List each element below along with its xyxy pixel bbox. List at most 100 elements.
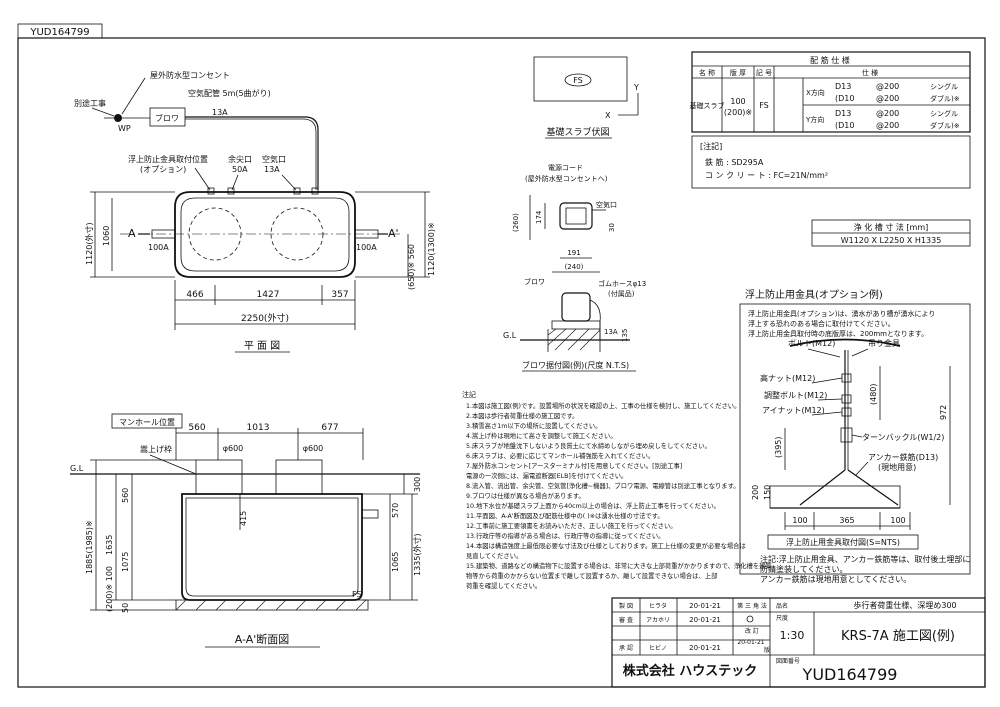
dim-174-label: 174 — [535, 210, 543, 224]
spec-row-pitch: @200 — [876, 121, 899, 130]
slab-outline — [533, 56, 628, 102]
drawing-number-tab — [17, 23, 103, 39]
spec-row-pitch: @200 — [876, 94, 899, 103]
dim-677-label: 677 — [321, 423, 338, 433]
revision-note: 版 — [764, 646, 770, 654]
title-date: 20-01-21 — [689, 644, 721, 652]
spec-row-pitch: @200 — [876, 82, 899, 91]
dim-1427-label: 1427 — [257, 290, 280, 300]
inlet-label: 余尖口 — [228, 154, 252, 164]
general-note-line: 8.流入管、流出管、余尖管、空気管[浄化槽~機器]、ブロワ電源、電線管は別途工事… — [466, 481, 740, 490]
phi600-left-label: φ600 — [223, 444, 244, 453]
dim-1120-1300-label: 1120(1300)※ — [427, 222, 436, 276]
detail-blower-label: ブロワ — [524, 277, 545, 286]
blower-label: ブロワ — [155, 113, 179, 123]
pipe-13a-label: 13A — [212, 108, 228, 117]
dim-1335-label: 1335(外寸) — [412, 533, 422, 576]
float-stop-note-line: 浮上防止用金具(オプション)は、湧水があり槽が湧水により — [748, 309, 935, 318]
dim-100a-label: 100 — [792, 516, 807, 525]
company-name: 株式会社 ハウステック — [623, 663, 758, 679]
dim-200-100-label: (200)※ 100 — [105, 566, 114, 612]
spec-row-type: ダブル)※ — [930, 121, 960, 130]
float-stop-remark-line: 防錆塗装してください。 — [760, 564, 848, 574]
dim-200-label: 200 — [751, 485, 760, 500]
spec-note-concrete: コ ン ク リ ー ト : FC=21N/mm² — [705, 171, 828, 180]
turnbuckle-label: ターンバックル(W1/2) — [862, 433, 944, 442]
dim-395-label: (395) — [774, 436, 783, 458]
spec-table-title: 配 筋 仕 様 — [810, 55, 850, 65]
title-date: 20-01-21 — [689, 602, 721, 610]
phi600-right-label: φ600 — [303, 444, 324, 453]
spec-row-bar: (D10 — [835, 94, 854, 103]
general-notes: 注記 1.本図は施工図(例)です。設置場所の状況を確認の上、工事の仕様を検討し、… — [462, 390, 772, 590]
section-slab — [175, 599, 369, 611]
scale-value: 1:30 — [780, 629, 805, 642]
dim-100b-label: 100 — [890, 516, 905, 525]
spec-row-type: シングル — [930, 82, 958, 91]
dim-260-label: (260) — [512, 213, 520, 232]
title-name: アカホリ — [646, 617, 670, 624]
title-row-label: 審 査 — [619, 616, 633, 624]
spec-thickness-alt-cell: (200)※ — [724, 108, 752, 117]
spec-header-symbol: 記 号 — [756, 68, 772, 77]
general-note-line: 7.屋外防水コンセント[アースターミナル付]を用意してください。[別途工事] — [466, 461, 682, 470]
projection-symbol-icon — [746, 615, 754, 623]
float-stop-remark-line: アンカー鉄筋は現地用意としてください。 — [760, 574, 911, 584]
float-stop-caption: 浮上防止用金具取付図(S=NTS) — [786, 537, 900, 547]
spec-row-type: ダブル)※ — [930, 94, 960, 103]
general-note-line: 14.本図は構造強度上最低限必要な寸法及び仕様としております。施工上仕様の変更が… — [466, 541, 746, 550]
dim-560-label: 560 — [188, 423, 205, 433]
title-block: 製 図 審 査 承 認 ヒラタ アカホリ ヒビノ 20-01-21 20-01-… — [611, 597, 986, 688]
title-name: ヒビノ — [649, 644, 667, 652]
anchor-local-label: (現地用意) — [878, 462, 916, 472]
dim-415-label: 415 — [239, 511, 248, 526]
detail-gl-label: G.L — [503, 331, 517, 340]
title-model: KRS-7A 施工図(例) — [841, 629, 955, 644]
dim-357-label: 357 — [331, 290, 348, 300]
spec-notes-title: [注記] — [700, 141, 722, 151]
spec-row-bar: D13 — [835, 109, 851, 118]
tank-edge-curve — [789, 338, 901, 347]
float-stop-option-label: (オプション) — [140, 165, 186, 174]
pipe-100a-right: 100A — [356, 243, 377, 252]
dim-191-label: 191 — [567, 249, 580, 257]
dim-150-label: 150 — [763, 485, 772, 500]
blower-side-view — [561, 292, 591, 322]
anchor-rebar-label: アンカー鉄筋(D13) — [868, 452, 938, 462]
accessory-label: (付属品) — [608, 289, 635, 298]
general-note-line: 電源の一次側には、漏電遮断器[ELB]を付けてください。 — [466, 471, 627, 480]
general-note-line: 6.床スラブは、必要に応じてマンホール補強筋を入れてください。 — [466, 451, 654, 460]
spec-symbol-cell: FS — [759, 101, 769, 110]
bolt-label: ボルト(M12) — [788, 339, 835, 348]
float-stop-note-line: 浮上する恐れのある場合に取付けてください。 — [748, 319, 895, 328]
separate-work-label: 別途工事 — [74, 98, 106, 108]
drawing-frame — [17, 37, 986, 688]
dim-570-label: 570 — [391, 503, 400, 518]
rubber-hose-label: ゴムホースφ13 — [598, 279, 646, 288]
section-view-title: A-A'断面図 — [235, 632, 290, 646]
detail-air-port-label: 空気口 — [596, 200, 617, 209]
dim-240-label: (240) — [565, 263, 584, 271]
float-stop-position-label: 浮上防止金具取付位置 — [128, 154, 208, 164]
float-stop-note-line: 浮上防止用金具取付時の底版厚は、200mmとなります。 — [748, 329, 928, 338]
drawing-no-label: 図面番号 — [776, 658, 800, 665]
general-note-line: 3.積雪高さ1m以下の場所に設置してください。 — [466, 421, 601, 430]
wp-label: WP — [118, 124, 131, 133]
tank-size-title: 浄 化 槽 寸 法 [mm] — [854, 222, 929, 232]
general-note-line: 10.地下水位が基礎スラブ上面から40cm以上の場合は、浮上防止工事を行ってくだ… — [466, 501, 720, 510]
dim-135-label: 135 — [621, 329, 629, 342]
spec-row-dir: Y方向 — [805, 115, 824, 124]
dim-300-label: 300 — [413, 477, 422, 492]
spec-name-cell: 基礎スラブ — [690, 101, 725, 110]
spec-row-bar: D13 — [835, 82, 851, 91]
tank-plan-outline — [174, 191, 356, 278]
general-note-line: 見直してください。 — [466, 551, 522, 560]
revision-date: 20-01-21 — [737, 639, 764, 646]
section-view: マンホール位置 560 1013 677 φ600 φ600 嵩上げ枠 G.L … — [70, 413, 422, 648]
drawing-no-value: YUD164799 — [802, 665, 898, 684]
dim-1065-label: 1065 — [391, 552, 400, 572]
general-note-line: 5.床スラブが地盤沈下しないよう良質土にて水締めしながら埋め戻しをしてください。 — [466, 441, 711, 450]
blower-detail-title: ブロワ据付図(例)(尺度 N.T.S) — [522, 360, 629, 370]
pipe-100a-left: 100A — [148, 243, 169, 252]
slab-fs-label: FS — [573, 76, 583, 85]
